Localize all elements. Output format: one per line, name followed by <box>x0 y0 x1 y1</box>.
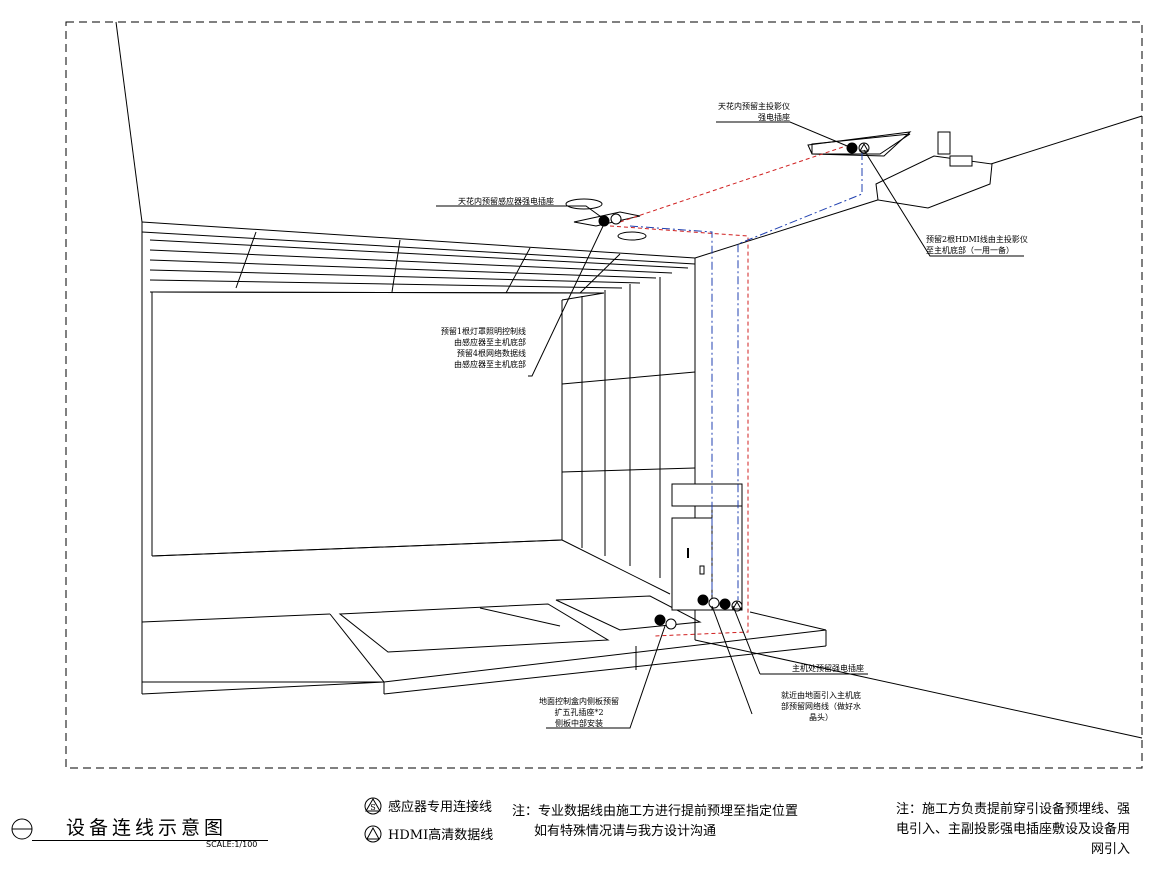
label-line: 预留4根网络数据线 <box>456 349 526 358</box>
label-line: 晶头） <box>809 713 833 722</box>
hdmi-wire <box>737 152 863 600</box>
label-line: 侧板中部安装 <box>555 719 603 728</box>
sensor-symbol-letter: S <box>370 803 375 812</box>
title-number-circle <box>11 818 33 840</box>
hdmi-line-symbol-icon <box>364 825 382 842</box>
label-line: 预留1根灯罩照明控制线 <box>440 327 526 336</box>
drawing-title: 设备连线示意图 <box>66 817 228 839</box>
projector-ceiling-plate <box>807 131 912 157</box>
note-data-lines: 注：专业数据线由施工方进行提前预埋至指定位置 如有特殊情况请与我方设计沟通 <box>512 802 798 842</box>
label-line: 就近由地面引入主机底 <box>781 691 861 700</box>
room-perspective <box>115 21 1143 739</box>
label-line: 天花内预留主投影仪 <box>718 102 790 111</box>
label-line: 地面控制盒内侧板预留 <box>539 697 619 706</box>
drawing-frame <box>65 21 1143 769</box>
note-line: 网引入 <box>1090 842 1130 857</box>
label-line: 强电插座 <box>758 113 790 122</box>
legend-sensor-label: 感应器专用连接线 <box>388 800 493 815</box>
host-cabinet <box>671 483 743 611</box>
legend-hdmi-label: HDMI高清数据线 <box>388 828 494 843</box>
legend-sensor: S 感应器专用连接线 <box>364 796 492 815</box>
label-line: 扩五孔插座*2 <box>554 708 604 717</box>
note-contractor: 注：施工方负责提前穿引设备预埋线、强 电引入、主副投影强电插座敷设及设备用 网引… <box>862 800 1130 860</box>
label-line: 由感应器至主机底部 <box>454 338 526 347</box>
label-ceiling-sensor-socket: 天花内预留感应器强电插座 <box>458 196 554 207</box>
label-line: 天花内预留感应器强电插座 <box>458 197 554 206</box>
label-line: 主机处预留强电插座 <box>792 664 864 673</box>
sensor-wire <box>619 145 847 223</box>
sensor-wire <box>609 225 749 637</box>
label-floor-network: 就近由地面引入主机底 部预留网络线（做好水 晶头） <box>766 690 876 723</box>
note-line: 注：专业数据线由施工方进行提前预埋至指定位置 <box>512 804 799 819</box>
label-line: 至主机底部（一用一备） <box>926 246 1014 255</box>
label-ceiling-projector-socket: 天花内预留主投影仪 强电插座 <box>690 101 790 123</box>
sensor-ceiling-plate <box>565 198 647 241</box>
legend-hdmi: HDMI高清数据线 <box>364 824 493 843</box>
note-line: 电引入、主副投影强电插座敷设及设备用 <box>895 822 1130 837</box>
label-sensor-lines: 预留1根灯罩照明控制线 由感应器至主机底部 预留4根网络数据线 由感应器至主机底… <box>416 326 526 370</box>
note-line: 注：施工方负责提前穿引设备预埋线、强 <box>895 802 1130 817</box>
leader-lines <box>436 121 1024 729</box>
label-floor-box: 地面控制盒内侧板预留 扩五孔插座*2 侧板中部安装 <box>524 696 634 729</box>
note-line: 如有特殊情况请与我方设计沟通 <box>534 824 717 839</box>
hdmi-wire <box>629 225 713 598</box>
label-hdmi-note: 预留2根HDMI线由主投影仪 至主机底部（一用一备） <box>926 234 1028 256</box>
label-line: 部预留网络线（做好水 <box>781 702 861 711</box>
label-line: 预留2根HDMI线由主投影仪 <box>926 235 1028 244</box>
label-host-socket: 主机处预留强电插座 <box>792 663 864 674</box>
socket-symbols <box>598 142 870 630</box>
scale-label: SCALE:1/100 <box>206 840 258 849</box>
sensor-line-symbol-icon: S <box>364 797 382 814</box>
label-line: 由感应器至主机底部 <box>454 360 526 369</box>
title-underline <box>32 840 268 841</box>
projector <box>811 131 993 209</box>
